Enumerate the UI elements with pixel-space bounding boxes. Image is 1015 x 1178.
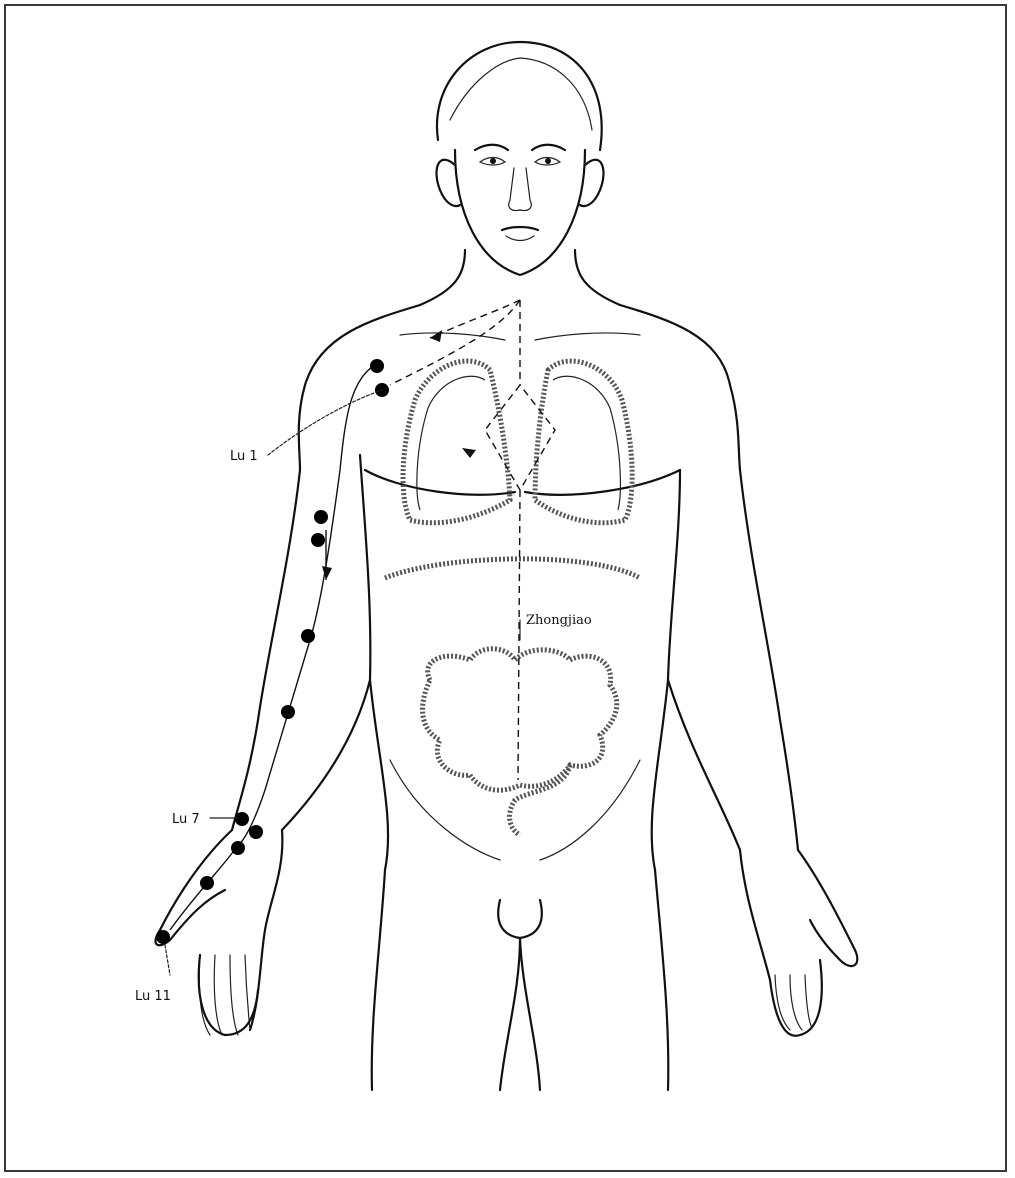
head (420, 42, 620, 305)
point-lu10 (200, 876, 214, 890)
point-lu3 (314, 510, 328, 524)
body-outline (155, 305, 857, 1090)
label-zhongjiao: Zhongjiao (526, 613, 592, 628)
point-lu9 (231, 841, 245, 855)
point-lu8 (249, 825, 263, 839)
label-lu1: Lu 1 (230, 449, 258, 464)
point-lu1 (370, 359, 384, 373)
large-intestine (423, 649, 617, 835)
point-lu7 (235, 812, 249, 826)
point-lu5 (301, 629, 315, 643)
label-lu7: Lu 7 (172, 812, 200, 827)
label-lu11: Lu 11 (135, 989, 171, 1004)
point-lu6 (281, 705, 295, 719)
point-lu11 (156, 930, 170, 944)
lungs (403, 361, 632, 523)
leader-lines (165, 390, 520, 975)
point-lu4 (311, 533, 325, 547)
acupoints (156, 359, 389, 944)
diaphragm (385, 559, 640, 578)
